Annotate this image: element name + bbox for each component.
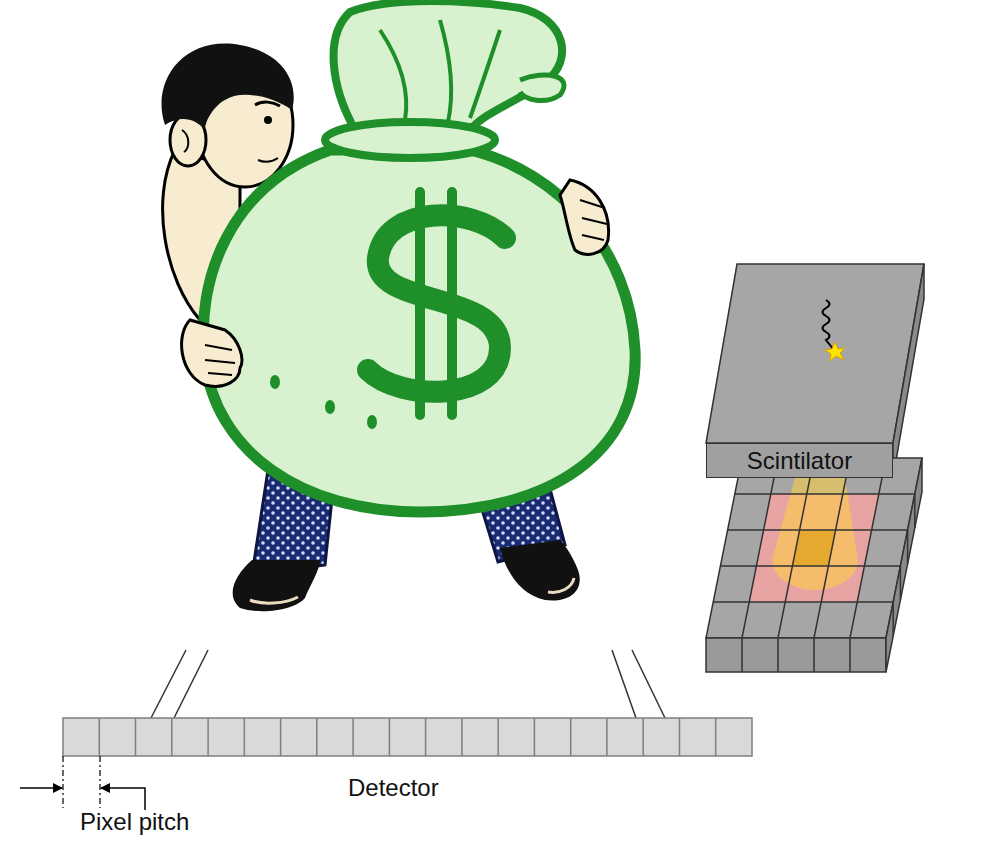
scintillator-slab-part xyxy=(893,264,924,478)
projection-lines-part xyxy=(151,650,665,718)
scintillator-slab xyxy=(706,264,924,478)
detector-strip xyxy=(63,718,752,756)
man-hands-part xyxy=(182,320,242,386)
money-bag xyxy=(203,1,635,512)
photon-track-part xyxy=(825,342,845,361)
pixel-pitch-dimension-part xyxy=(101,788,145,810)
man-hands-part xyxy=(580,200,607,240)
money-bag-part xyxy=(368,215,505,391)
man-shoes-part xyxy=(548,578,574,592)
man-head-part xyxy=(258,158,278,162)
man-shoes-part xyxy=(500,540,580,600)
man-hands xyxy=(182,180,609,386)
dimension-label: Pixel pitch xyxy=(80,808,189,836)
node-label: Scintilator xyxy=(747,447,852,475)
pixel-grid-part xyxy=(886,458,922,672)
pixel-grid xyxy=(706,458,922,672)
money-bag-part xyxy=(203,150,635,512)
photon-track xyxy=(823,300,846,361)
pixel-pitch-dimension-part xyxy=(63,756,100,808)
photon-track-part xyxy=(823,300,835,350)
money-bag-part xyxy=(420,192,452,415)
money-bag-part xyxy=(270,375,280,389)
man-shoes xyxy=(233,540,580,611)
detector-strip-part xyxy=(63,718,752,756)
man-head-part xyxy=(255,102,280,106)
money-bag-part xyxy=(334,1,563,130)
man-shoes-part xyxy=(233,560,320,611)
detector-strip-part xyxy=(99,718,715,756)
man-shoes-part xyxy=(250,597,298,603)
man-hands-part xyxy=(560,180,609,254)
pixel-pitch-dimension xyxy=(20,756,145,810)
man-head-part xyxy=(182,130,188,152)
money-bag-part xyxy=(520,75,564,101)
man-head-part xyxy=(162,44,294,130)
pixel-grid-part xyxy=(706,458,922,638)
scintillator-slab-part xyxy=(706,264,924,443)
pixel-grid-part xyxy=(706,638,886,672)
part-label: Detector xyxy=(348,774,439,802)
pixel-grid-part xyxy=(893,494,915,636)
money-bag-part xyxy=(325,400,335,414)
projection-lines xyxy=(151,650,665,718)
scintillator-front-face: Scintilator xyxy=(706,443,893,478)
pixel-grid-part xyxy=(713,458,915,638)
money-bag-part xyxy=(367,415,377,429)
man-head-part xyxy=(264,116,272,124)
pixel-pitch-dimension-part xyxy=(20,787,62,789)
money-bag-part xyxy=(380,20,500,122)
man-hands-part xyxy=(205,345,235,375)
pixel-grid-part xyxy=(706,458,922,638)
pixel-grid-part xyxy=(742,638,850,672)
pixel-grid-part xyxy=(772,478,858,590)
money-bag-part xyxy=(325,122,495,158)
